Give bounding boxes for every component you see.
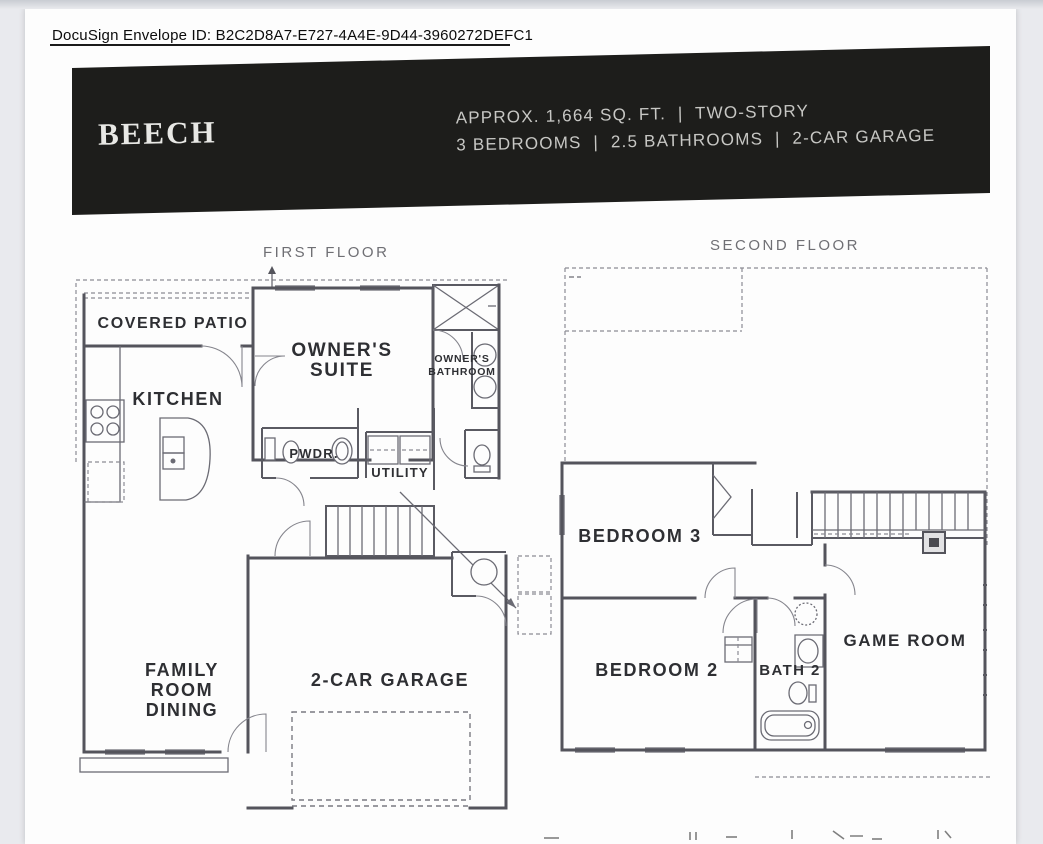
- bath2-door-arc: [766, 597, 796, 627]
- staircase: [811, 491, 986, 539]
- first-floor-plan: COVERED PATIO OWNER'S SUITE OWNER'S BATH…: [75, 266, 552, 810]
- washer-dryer-icon: [367, 435, 431, 465]
- first-floor-title: FIRST FLOOR: [263, 244, 390, 261]
- suite-door-arc: [254, 355, 286, 387]
- viewer-top-shadow: [0, 0, 1043, 9]
- window: [105, 749, 205, 755]
- toilet-icon: [282, 440, 300, 464]
- bifold-door: [712, 474, 732, 520]
- powder-sink-icon: [264, 437, 276, 461]
- header-rule: [50, 44, 510, 46]
- front-door-arc: [227, 713, 267, 753]
- room-label-covered-patio: COVERED PATIO: [98, 315, 249, 332]
- staircase: [325, 491, 517, 609]
- wc-door-arc: [439, 437, 469, 467]
- room-label-game-room: GAME ROOM: [843, 631, 966, 650]
- room-label-bath2: BATH 2: [759, 662, 820, 679]
- ac-pad-outline: [517, 555, 552, 593]
- room-label-family-3: DINING: [146, 700, 219, 720]
- overhang-dashed-line: [75, 279, 508, 462]
- room-label-owners-suite-2: SUITE: [310, 360, 374, 381]
- room-label-bedroom3: BEDROOM 3: [578, 526, 701, 546]
- pedestal-sink-icon: [331, 437, 353, 465]
- plan-name: BEECH: [97, 114, 217, 152]
- bottom-cutoff-marks: [544, 830, 952, 840]
- toilet-icon: [473, 444, 491, 473]
- bedroom3-closet: [712, 463, 753, 545]
- sink-icon: [473, 343, 497, 367]
- attic-access-icon: [922, 531, 946, 554]
- room-label-kitchen: KITCHEN: [132, 389, 223, 409]
- gameroom-door-arc: [824, 564, 856, 596]
- room-label-owners-bathroom-1: OWNER'S: [434, 353, 489, 365]
- bedroom2-door-arc: [722, 598, 758, 634]
- plan-specs: APPROX. 1,664 SQ. FT. | TWO-STORY 3 BEDR…: [455, 95, 936, 159]
- window: [275, 285, 400, 291]
- front-step: [79, 757, 229, 773]
- room-label-utility: UTILITY: [371, 465, 429, 480]
- skylight-dotted-circle: [794, 602, 818, 626]
- room-label-family-2: ROOM: [151, 680, 213, 700]
- cooktop-icon: [85, 399, 125, 443]
- sink-icon: [794, 634, 824, 668]
- powder-door-arc: [275, 477, 305, 507]
- hall-door-arc: [274, 520, 311, 557]
- room-label-bedroom2: BEDROOM 2: [595, 660, 718, 680]
- bedroom3-door-arc: [704, 567, 736, 599]
- ac-pad-outline: [517, 593, 552, 635]
- plan-banner: BEECH APPROX. 1,664 SQ. FT. | TWO-STORY …: [72, 46, 990, 215]
- window: [559, 495, 565, 535]
- toilet-icon: [788, 681, 817, 705]
- refrigerator-outline: [87, 461, 125, 503]
- footprint-dashed-outline: [564, 267, 988, 545]
- patio-door-arc: [200, 345, 243, 388]
- docusign-envelope-id: DocuSign Envelope ID: B2C2D8A7-E727-4A4E…: [52, 27, 534, 44]
- bedroom2-closet: [724, 636, 753, 663]
- second-floor-title: SECOND FLOOR: [710, 237, 861, 254]
- patio-railing: [84, 292, 253, 299]
- bathtub-icon: [760, 710, 820, 741]
- room-label-owners-suite-1: OWNER'S: [291, 340, 392, 361]
- north-arrow-icon: [268, 266, 276, 288]
- footprint-inner-dashed: [565, 268, 743, 332]
- window: [575, 584, 987, 753]
- room-label-powder: PWDR.: [289, 446, 338, 461]
- kitchen-island: [159, 417, 211, 501]
- stair-direction-arrow: [506, 598, 516, 608]
- second-floor-plan: BEDROOM 3 BEDROOM 2 BATH 2 GAME ROOM: [559, 267, 990, 778]
- bath-door-arc: [432, 329, 464, 361]
- room-label-garage: 2-CAR GARAGE: [311, 670, 469, 690]
- shower-icon: [432, 284, 500, 331]
- heater-closet-door-arc: [475, 595, 507, 627]
- garage-parking-outline: [291, 711, 471, 801]
- room-label-owners-bathroom-2: BATHROOM: [428, 366, 495, 378]
- room-label-family-1: FAMILY: [145, 660, 219, 680]
- sink-icon: [473, 375, 497, 399]
- water-heater-icon: [470, 558, 498, 586]
